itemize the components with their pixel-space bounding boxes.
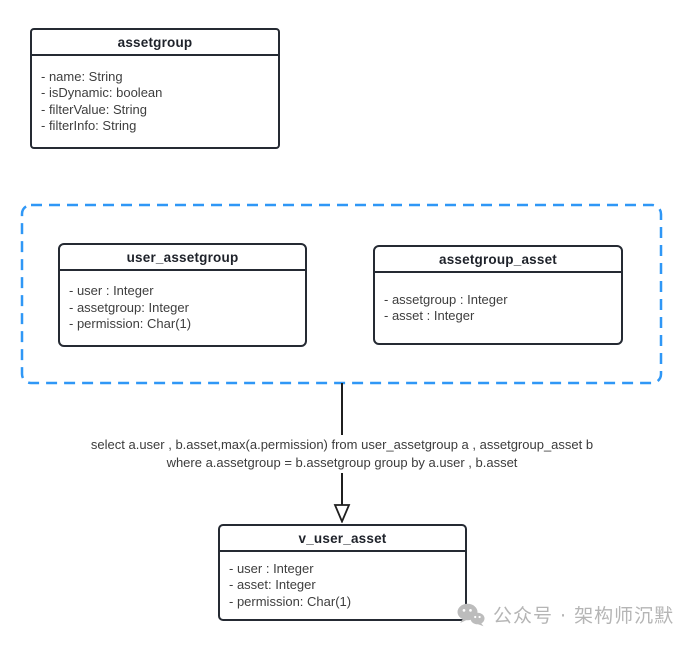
entity-v-user-asset: v_user_asset - user : Integer - asset: I… xyxy=(218,524,467,621)
entity-user-assetgroup: user_assetgroup - user : Integer - asset… xyxy=(58,243,307,347)
field-isdynamic: - isDynamic: boolean xyxy=(41,85,163,100)
field-asset: - asset: Integer xyxy=(229,577,316,593)
arrowhead-icon xyxy=(333,504,351,523)
sql-annotation-line2: where a.assetgroup = b.assetgroup group … xyxy=(166,454,518,470)
field-filterinfo: - filterInfo: String xyxy=(41,118,137,133)
field-assetgroup: - assetgroup: Integer xyxy=(69,299,189,315)
field-user: - user : Integer xyxy=(229,560,314,576)
entity-v-user-asset-title: v_user_asset xyxy=(220,526,465,552)
entity-assetgroup-asset-title: assetgroup_asset xyxy=(375,247,621,273)
field-permission: - permission: Char(1) xyxy=(69,316,192,332)
watermark-text: 公众号 · 架构师沉默 xyxy=(493,605,675,627)
arrowhead-triangle xyxy=(333,504,351,523)
sql-annotation: select a.user , b.asset,max(a.permission… xyxy=(40,435,644,473)
field-assetgroup: - assetgroup : Integer xyxy=(384,291,508,307)
field-permission: - permission: Char(1) xyxy=(229,593,352,609)
field-filtervalue: - filterValue: String xyxy=(41,101,147,117)
entity-v-user-asset-fields: - user : Integer - asset: Integer - perm… xyxy=(220,552,465,619)
field-user: - user : Integer xyxy=(69,283,154,299)
entity-assetgroup: assetgroup - name: String - isDynamic: b… xyxy=(30,28,280,149)
entity-user-assetgroup-title: user_assetgroup xyxy=(60,245,305,271)
field-asset: - asset : Integer xyxy=(384,308,475,323)
entity-assetgroup-fields: - name: String - isDynamic: boolean - fi… xyxy=(32,56,278,147)
entity-assetgroup-asset: assetgroup_asset - assetgroup : Integer … xyxy=(373,245,623,345)
sql-annotation-line1: select a.user , b.asset,max(a.permission… xyxy=(90,437,594,452)
watermark: 公众号 · 架构师沉默 xyxy=(457,601,674,628)
entity-assetgroup-asset-fields: - assetgroup : Integer - asset : Integer xyxy=(375,273,621,343)
wechat-icon xyxy=(457,603,485,626)
entity-assetgroup-title: assetgroup xyxy=(32,30,278,56)
field-name: - name: String xyxy=(41,68,123,84)
entity-user-assetgroup-fields: - user : Integer - assetgroup: Integer -… xyxy=(60,271,305,345)
